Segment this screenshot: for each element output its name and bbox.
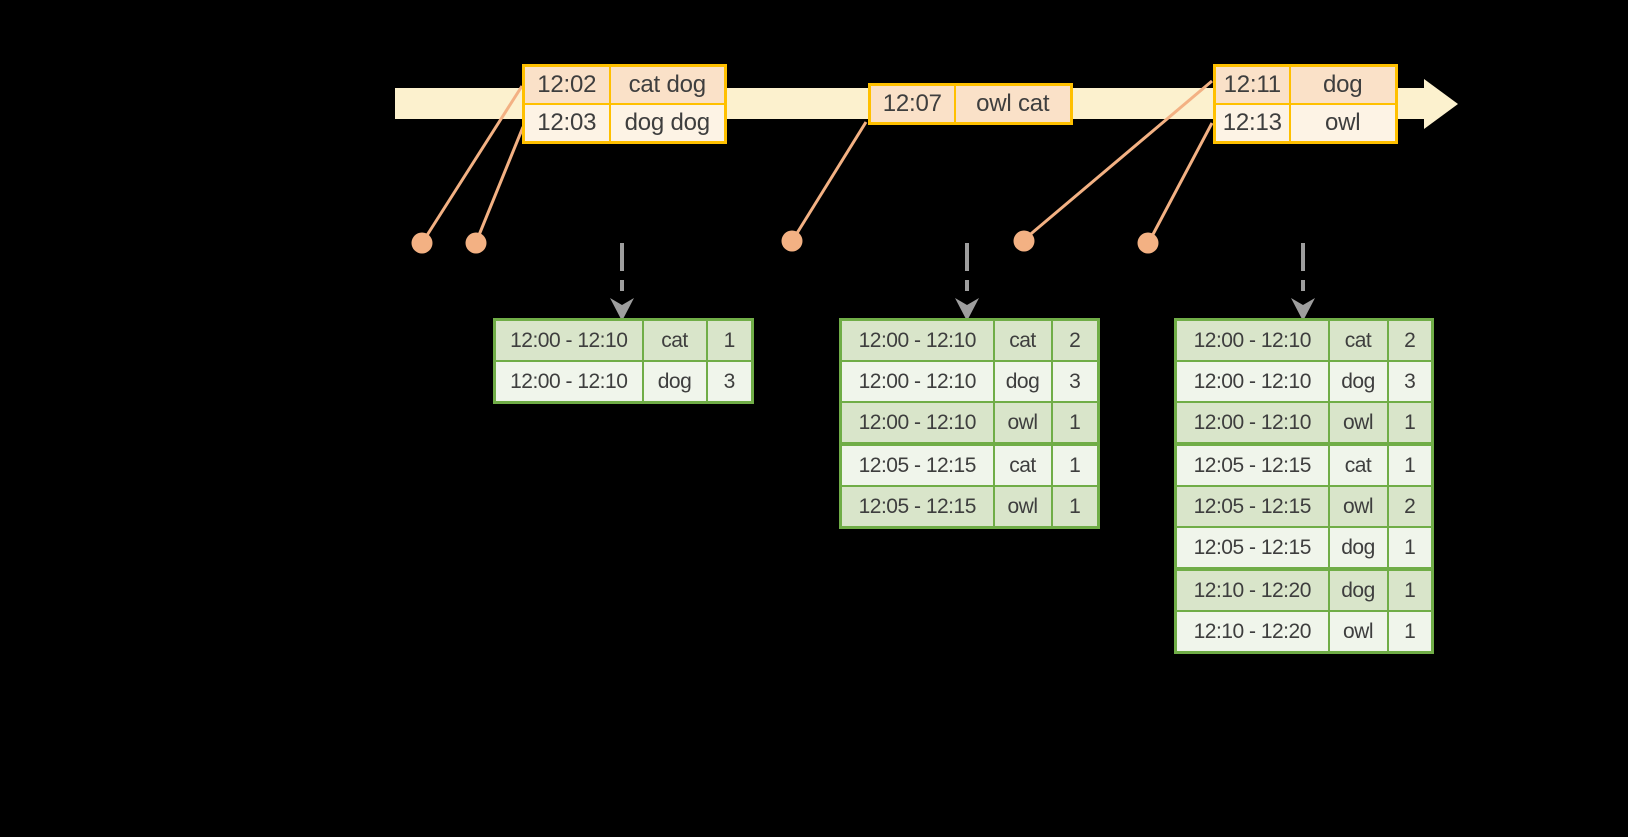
- count-cell: 1: [1050, 442, 1100, 487]
- result-row: 12:00 - 12:10 cat 2: [839, 318, 1100, 362]
- window-cell: 12:00 - 12:10: [493, 318, 644, 362]
- window-cell: 12:00 - 12:10: [1174, 318, 1330, 362]
- event-dot: [1137, 232, 1159, 254]
- event-row: 12:02 cat dog: [522, 64, 727, 105]
- word-cell: cat: [641, 318, 708, 362]
- event-row: 12:03 dog dog: [522, 103, 727, 144]
- result-row: 12:00 - 12:10 dog 3: [1174, 360, 1434, 403]
- result-row: 12:05 - 12:15 owl 1: [839, 485, 1100, 529]
- event-connector-line: [475, 126, 525, 241]
- word-cell: owl: [992, 401, 1053, 445]
- result-row: 12:05 - 12:15 cat 1: [839, 442, 1100, 487]
- result-row: 12:00 - 12:10 dog 3: [839, 360, 1100, 403]
- window-cell: 12:00 - 12:10: [1174, 360, 1330, 403]
- word-cell: owl: [1327, 610, 1389, 654]
- result-row: 12:00 - 12:10 owl 1: [839, 401, 1100, 445]
- result-row: 12:00 - 12:10 dog 3: [493, 360, 754, 404]
- word-cell: cat: [992, 442, 1053, 487]
- count-cell: 1: [1050, 485, 1100, 529]
- dashed-down-arrowhead-icon: [955, 298, 979, 321]
- word-cell: dog: [1327, 567, 1389, 612]
- event-row: 12:13 owl: [1213, 103, 1398, 144]
- result-table-2: 12:00 - 12:10 cat 2 12:00 - 12:10 dog 3 …: [839, 318, 1100, 529]
- window-cell: 12:00 - 12:10: [1174, 401, 1330, 445]
- window-cell: 12:05 - 12:15: [1174, 442, 1330, 487]
- window-cell: 12:05 - 12:15: [839, 442, 995, 487]
- event-row: 12:07 owl cat: [868, 83, 1073, 125]
- result-row: 12:00 - 12:10 cat 1: [493, 318, 754, 362]
- event-dot: [411, 232, 433, 254]
- count-cell: 1: [1386, 401, 1434, 445]
- event-time-cell: 12:11: [1213, 64, 1291, 105]
- window-cell: 12:00 - 12:10: [839, 360, 995, 403]
- dashed-down-arrowhead-icon: [610, 298, 634, 321]
- event-dots: [411, 230, 1159, 254]
- count-cell: 1: [1386, 442, 1434, 487]
- word-cell: dog: [1327, 360, 1389, 403]
- event-connector-line: [1148, 122, 1214, 241]
- window-cell: 12:05 - 12:15: [839, 485, 995, 529]
- count-cell: 1: [1386, 567, 1434, 612]
- count-cell: 3: [705, 360, 754, 404]
- window-cell: 12:00 - 12:10: [839, 401, 995, 445]
- result-table-1: 12:00 - 12:10 cat 1 12:00 - 12:10 dog 3: [493, 318, 754, 404]
- event-dot: [1013, 230, 1035, 252]
- window-cell: 12:10 - 12:20: [1174, 610, 1330, 654]
- event-words-cell: cat dog: [608, 64, 727, 105]
- result-row: 12:05 - 12:15 cat 1: [1174, 442, 1434, 487]
- event-time-cell: 12:07: [868, 83, 956, 125]
- event-connector-line: [792, 121, 868, 239]
- event-table-3: 12:11 dog 12:13 owl: [1213, 64, 1398, 144]
- event-words-cell: owl cat: [953, 83, 1073, 125]
- event-connector-line: [422, 85, 524, 241]
- word-cell: owl: [1327, 401, 1389, 445]
- word-cell: cat: [1327, 442, 1389, 487]
- event-row: 12:11 dog: [1213, 64, 1398, 105]
- event-connectors: [422, 79, 1214, 241]
- result-row: 12:00 - 12:10 cat 2: [1174, 318, 1434, 362]
- window-cell: 12:00 - 12:10: [493, 360, 644, 404]
- result-row: 12:05 - 12:15 dog 1: [1174, 526, 1434, 570]
- event-words-cell: owl: [1288, 103, 1398, 144]
- event-dot: [465, 232, 487, 254]
- event-dot: [781, 230, 803, 252]
- event-time-cell: 12:03: [522, 103, 611, 144]
- dashed-down-arrowhead-icon: [1291, 298, 1315, 321]
- event-words-cell: dog dog: [608, 103, 727, 144]
- result-row: 12:10 - 12:20 dog 1: [1174, 567, 1434, 612]
- count-cell: 3: [1050, 360, 1100, 403]
- word-cell: owl: [1327, 485, 1389, 528]
- count-cell: 2: [1386, 318, 1434, 362]
- word-cell: dog: [641, 360, 708, 404]
- window-cell: 12:05 - 12:15: [1174, 485, 1330, 528]
- word-cell: cat: [992, 318, 1053, 362]
- result-row: 12:05 - 12:15 owl 2: [1174, 485, 1434, 528]
- word-cell: dog: [992, 360, 1053, 403]
- count-cell: 3: [1386, 360, 1434, 403]
- window-cell: 12:05 - 12:15: [1174, 526, 1330, 570]
- result-row: 12:10 - 12:20 owl 1: [1174, 610, 1434, 654]
- event-words-cell: dog: [1288, 64, 1398, 105]
- event-time-cell: 12:13: [1213, 103, 1291, 144]
- window-cell: 12:10 - 12:20: [1174, 567, 1330, 612]
- count-cell: 1: [705, 318, 754, 362]
- result-table-3: 12:00 - 12:10 cat 2 12:00 - 12:10 dog 3 …: [1174, 318, 1434, 654]
- count-cell: 2: [1050, 318, 1100, 362]
- event-table-2: 12:07 owl cat: [868, 83, 1073, 125]
- window-cell: 12:00 - 12:10: [839, 318, 995, 362]
- trigger-arrows: [610, 243, 1315, 321]
- word-cell: owl: [992, 485, 1053, 529]
- event-connector-line: [1025, 79, 1213, 240]
- event-table-1: 12:02 cat dog 12:03 dog dog: [522, 64, 727, 144]
- count-cell: 2: [1386, 485, 1434, 528]
- result-row: 12:00 - 12:10 owl 1: [1174, 401, 1434, 445]
- event-time-cell: 12:02: [522, 64, 611, 105]
- timeline-arrowhead-icon: [1424, 79, 1458, 129]
- count-cell: 1: [1386, 526, 1434, 570]
- count-cell: 1: [1386, 610, 1434, 654]
- word-cell: dog: [1327, 526, 1389, 570]
- word-cell: cat: [1327, 318, 1389, 362]
- count-cell: 1: [1050, 401, 1100, 445]
